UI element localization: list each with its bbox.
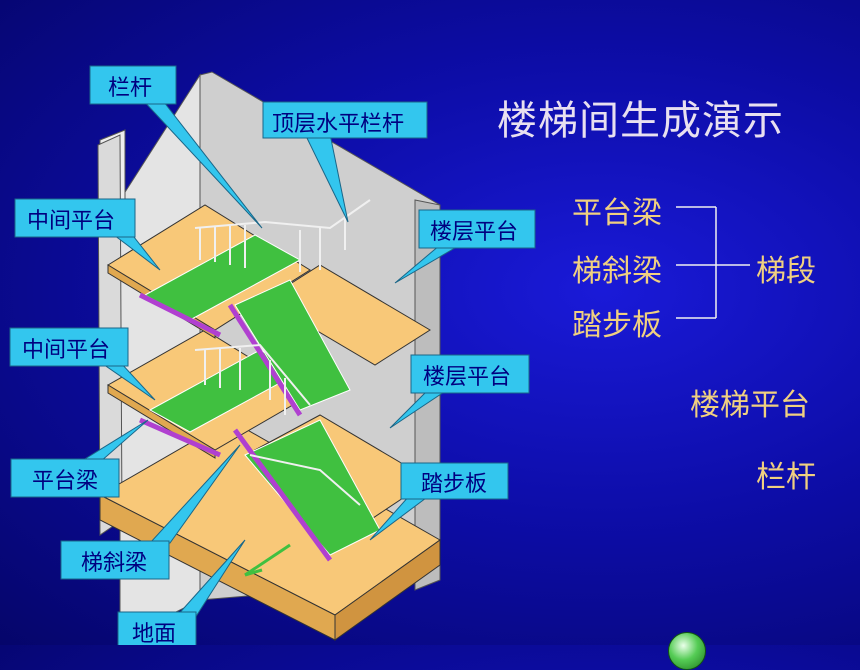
legend-item-tread: 踏步板 [572, 308, 662, 343]
callout-floor-platform-1: 楼层平台 [430, 220, 519, 245]
floor-platform-upper [264, 264, 431, 366]
ground-side [334, 539, 441, 641]
callout-stringer: 梯斜梁 [81, 551, 148, 576]
legend-railing: 栏杆 [756, 460, 816, 495]
box-top-rail [262, 101, 428, 139]
ground-slab [98, 419, 441, 641]
callout-tread: 踏步板 [421, 472, 488, 497]
stringer-lower [232, 428, 333, 562]
callout-floor-platform-2: 楼层平台 [423, 365, 512, 390]
callout-mid-platform-2: 中间平台 [22, 338, 111, 363]
middle-railing [194, 343, 311, 406]
legend-item-platform-beam: 平台梁 [572, 196, 662, 231]
ground-step-mark [244, 543, 291, 577]
callout-mid-platform-1: 中间平台 [27, 209, 116, 234]
next-slide-button[interactable] [668, 632, 706, 670]
page-title: 楼梯间生成演示 [497, 98, 784, 144]
box-mid-platform-2 [9, 327, 129, 367]
box-platform-beam [10, 458, 120, 498]
beam-lower [138, 417, 222, 458]
callout-top-rail: 顶层水平栏杆 [272, 112, 405, 137]
legend-item-stringer: 梯斜梁 [572, 254, 662, 289]
box-ground [117, 611, 197, 645]
stair-diagram [9, 65, 750, 645]
ground-step-mark-2 [244, 568, 263, 577]
callout-tails [78, 96, 462, 619]
box-mid-platform-1 [14, 198, 136, 238]
upper-level [107, 204, 431, 417]
upper-flight-down [234, 279, 351, 411]
callout-platform-beam: 平台梁 [32, 469, 99, 494]
box-floor-platform-1 [418, 209, 536, 249]
lower-railing [249, 454, 361, 506]
box-tread [400, 462, 509, 500]
beam-upper [138, 292, 222, 338]
box-railing [89, 65, 177, 105]
railings [194, 199, 371, 506]
stringer-upper [227, 303, 303, 417]
callout-boxes [9, 65, 536, 645]
box-stringer [60, 540, 170, 580]
legend-brace [676, 206, 750, 319]
upper-railing [194, 199, 371, 230]
callout-ground: 地面 [132, 622, 177, 647]
box-floor-platform-2 [410, 354, 530, 394]
legend-group-flight: 梯段 [756, 254, 816, 289]
callout-railing: 栏杆 [108, 76, 153, 101]
legend-stair-platform: 楼梯平台 [690, 388, 810, 423]
